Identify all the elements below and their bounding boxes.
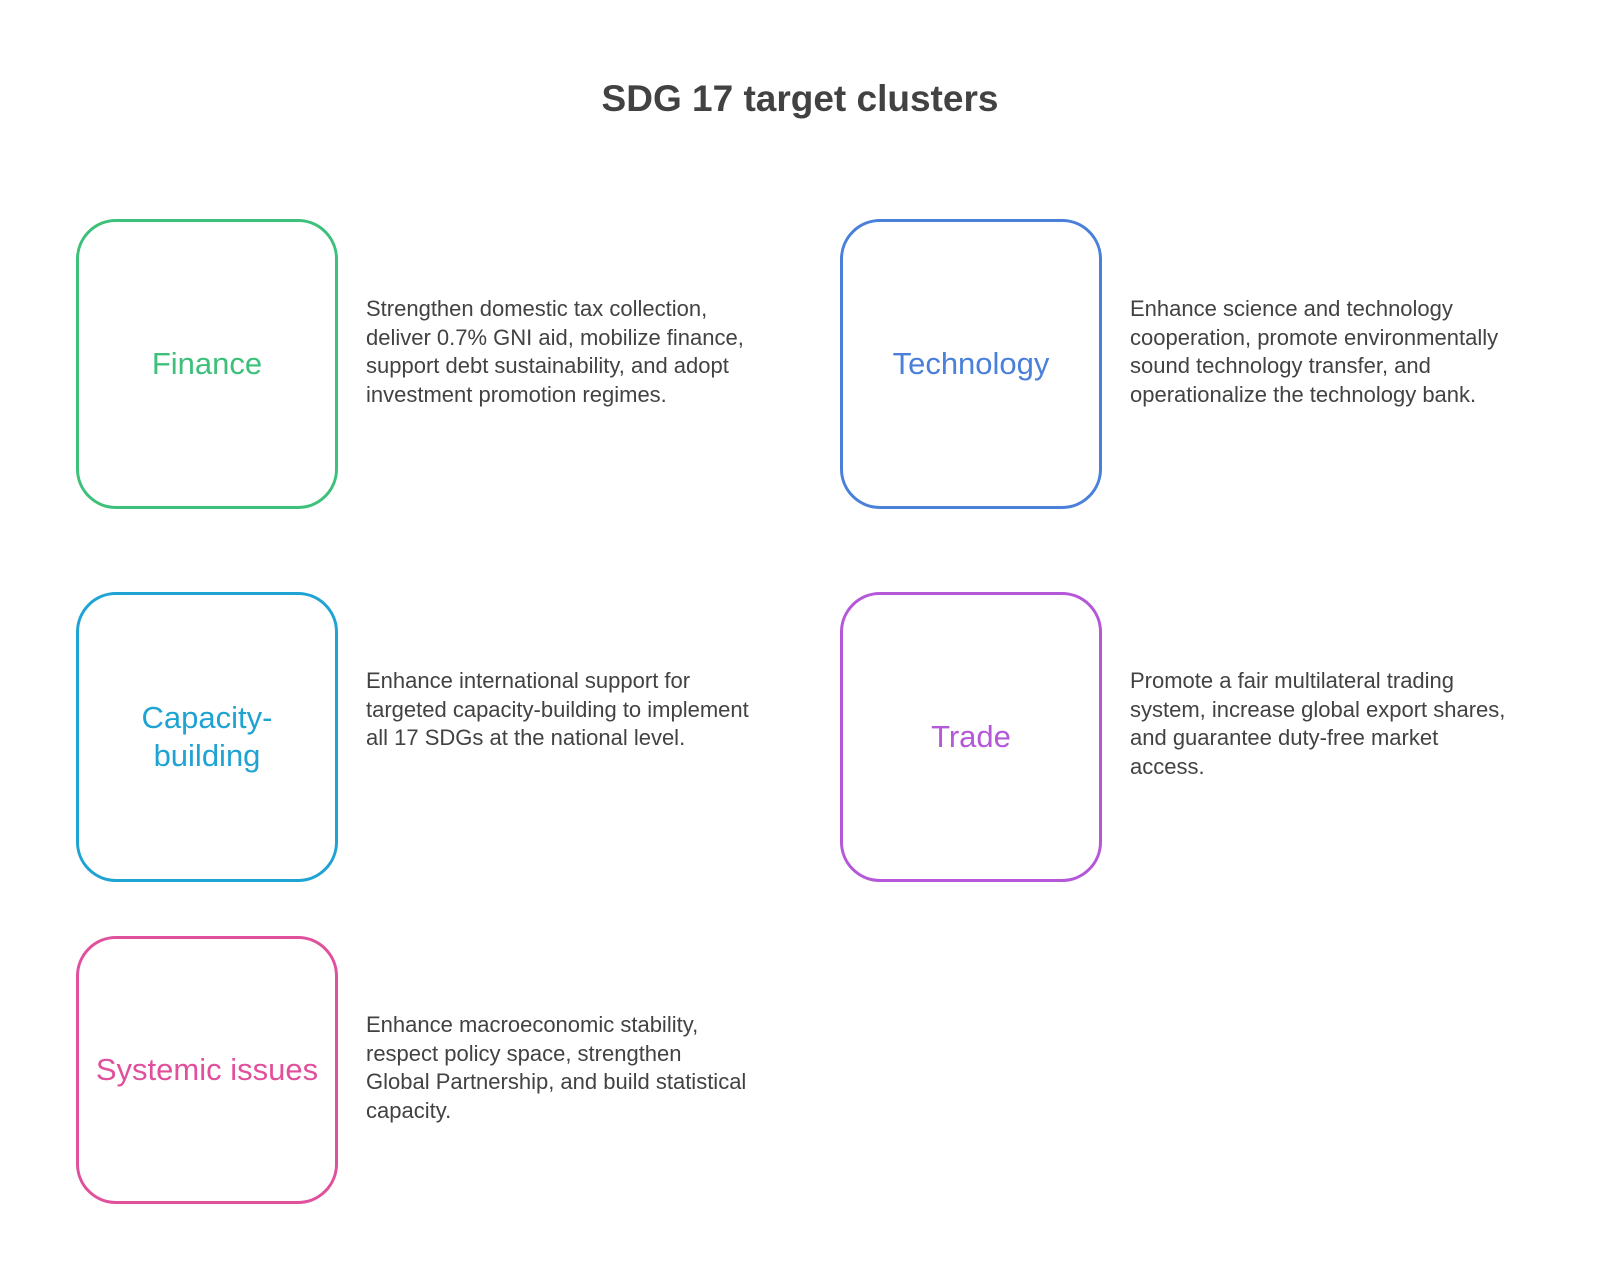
systemic-issues-cluster-label: Systemic issues (95, 1052, 319, 1087)
capacity-building-cluster-box: Capacity-building (76, 592, 338, 882)
trade-cluster-label: Trade (931, 719, 1011, 754)
trade-cluster-description: Promote a fair multilateral trading syst… (1130, 668, 1506, 779)
capacity-building-cluster-label: Capacity-building (141, 700, 273, 773)
systemic-issues-cluster-description: Enhance macroeconomic stability, respect… (366, 1012, 747, 1123)
technology-cluster-box: Technology (840, 219, 1102, 509)
technology-cluster-description: Enhance science and technology cooperati… (1130, 296, 1499, 407)
diagram-title: SDG 17 target clusters (601, 78, 999, 119)
finance-cluster-box: Finance (76, 219, 338, 509)
trade-cluster-box: Trade (840, 592, 1102, 882)
systemic-issues-cluster-box: Systemic issues (76, 936, 338, 1204)
finance-cluster-label: Finance (151, 346, 263, 381)
capacity-building-cluster-description: Enhance international support for target… (366, 668, 749, 750)
finance-cluster-description: Strengthen domestic tax collection, deli… (366, 296, 744, 407)
technology-cluster-label: Technology (892, 346, 1050, 381)
